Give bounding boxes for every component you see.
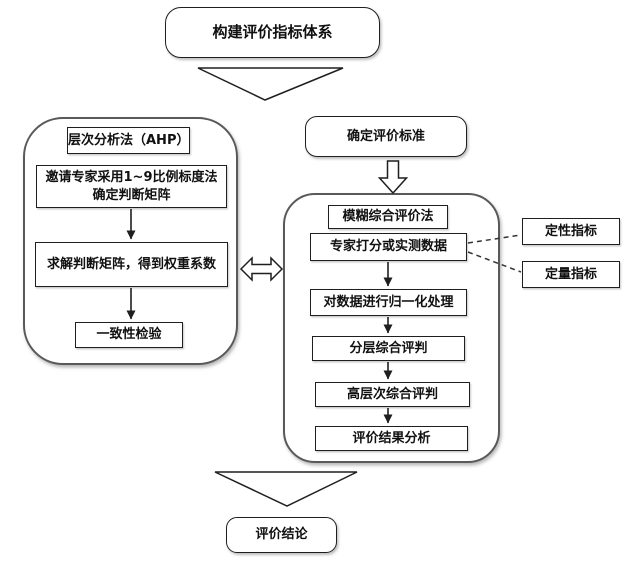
start-node-label: 构建评价指标体系 [212, 23, 333, 42]
qualitative-indicator-label: 定性指标 [544, 223, 597, 239]
flow-triangle-bottom [214, 471, 358, 507]
block-arrow-down [377, 160, 409, 195]
ahp-step-consistency-label: 一致性检验 [96, 327, 162, 343]
fuzzy-step-result-analysis-label: 评价结果分析 [352, 430, 431, 446]
fuzzy-title-box: 模糊综合评价法 [328, 205, 448, 229]
ahp-title-label: 层次分析法（AHP） [68, 132, 190, 148]
ahp-step-expert-matrix: 邀请专家采用1~9比例标度法确定判断矩阵 [36, 165, 227, 208]
ahp-step-consistency: 一致性检验 [75, 322, 183, 348]
quantitative-indicator-label: 定量指标 [544, 266, 597, 282]
start-node: 构建评价指标体系 [165, 7, 380, 58]
conclusion-node: 评价结论 [226, 517, 337, 553]
ahp-step-expert-matrix-label: 邀请专家采用1~9比例标度法确定判断矩阵 [45, 169, 218, 203]
fuzzy-step-layer-eval-label: 分层综合评判 [349, 340, 428, 356]
criteria-node: 确定评价标准 [305, 116, 467, 157]
quantitative-indicator-box: 定量指标 [522, 261, 620, 288]
fuzzy-step-result-analysis: 评价结果分析 [315, 426, 468, 451]
criteria-node-label: 确定评价标准 [346, 128, 425, 144]
qualitative-indicator-box: 定性指标 [522, 218, 620, 245]
fuzzy-step-normalize-label: 对数据进行归一化处理 [323, 294, 454, 310]
ahp-step-solve-matrix: 求解判断矩阵，得到权重系数 [35, 242, 228, 287]
flow-triangle-top [197, 67, 344, 101]
ahp-step-solve-matrix-label: 求解判断矩阵，得到权重系数 [46, 256, 216, 272]
double-arrow-horizontal [239, 256, 284, 282]
fuzzy-step-normalize: 对数据进行归一化处理 [310, 289, 467, 316]
ahp-title-box: 层次分析法（AHP） [67, 127, 190, 154]
fuzzy-step-high-layer-eval: 高层次综合评判 [315, 382, 470, 407]
fuzzy-title-label: 模糊综合评价法 [342, 209, 434, 225]
fuzzy-step-expert-score-label: 专家打分或实测数据 [329, 239, 447, 255]
fuzzy-step-high-layer-eval-label: 高层次综合评判 [346, 386, 438, 402]
conclusion-node-label: 评价结论 [255, 527, 308, 543]
fuzzy-step-expert-score: 专家打分或实测数据 [310, 233, 467, 261]
fuzzy-step-layer-eval: 分层综合评判 [312, 336, 465, 361]
